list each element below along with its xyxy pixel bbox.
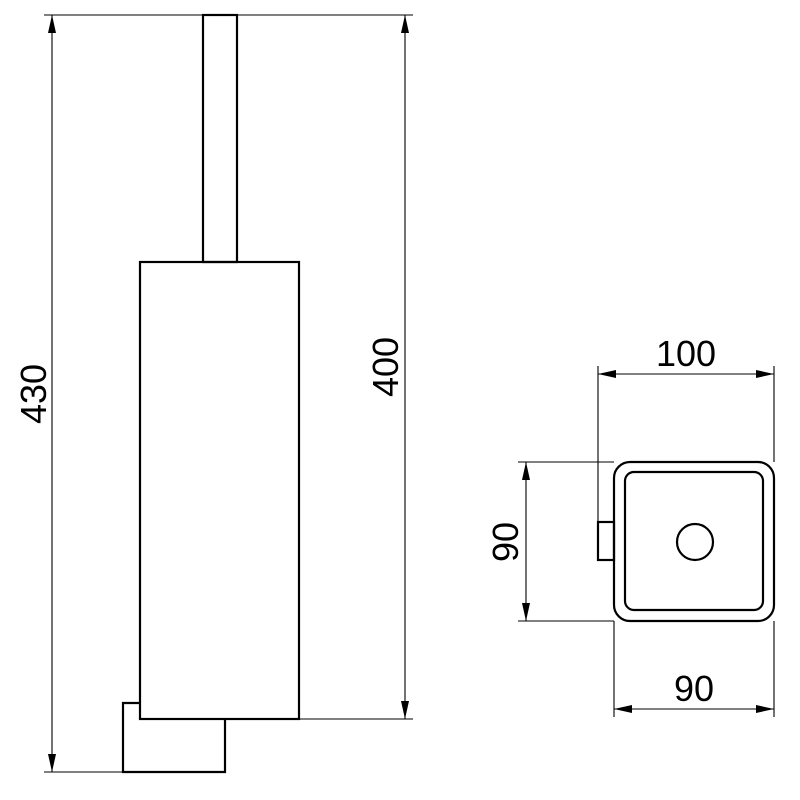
arrowhead-top [48,15,56,33]
arrowhead-top [401,15,409,33]
wall-tab [596,520,616,562]
dimension-body-width: 90 [613,621,775,717]
dimension-total-height: 430 [13,14,237,773]
top-view [596,460,776,623]
dimension-label-400: 400 [365,337,406,397]
side-view [121,13,301,774]
inner-square [623,470,765,612]
dimension-label-100: 100 [656,333,716,374]
arrowhead-right [756,705,774,713]
brush-handle [201,13,239,264]
dimension-holder-height: 400 [237,14,413,720]
arrowhead-right [756,370,774,378]
wall-bracket [121,701,227,774]
arrowhead-top [522,462,530,480]
arrowhead-left [614,705,632,713]
arrowhead-bottom [522,603,530,621]
dimension-label-430: 430 [13,364,54,424]
arrowhead-left [598,370,616,378]
dimension-label-90-width: 90 [674,668,714,709]
arrowhead-bottom [48,754,56,772]
handle-hole [675,522,715,562]
dimension-label-90-depth: 90 [485,522,526,562]
outer-square [612,460,776,623]
dimension-depth: 90 [485,461,614,622]
arrowhead-bottom [401,701,409,719]
holder-body [138,260,301,721]
dimension-overall-width: 100 [597,333,775,522]
